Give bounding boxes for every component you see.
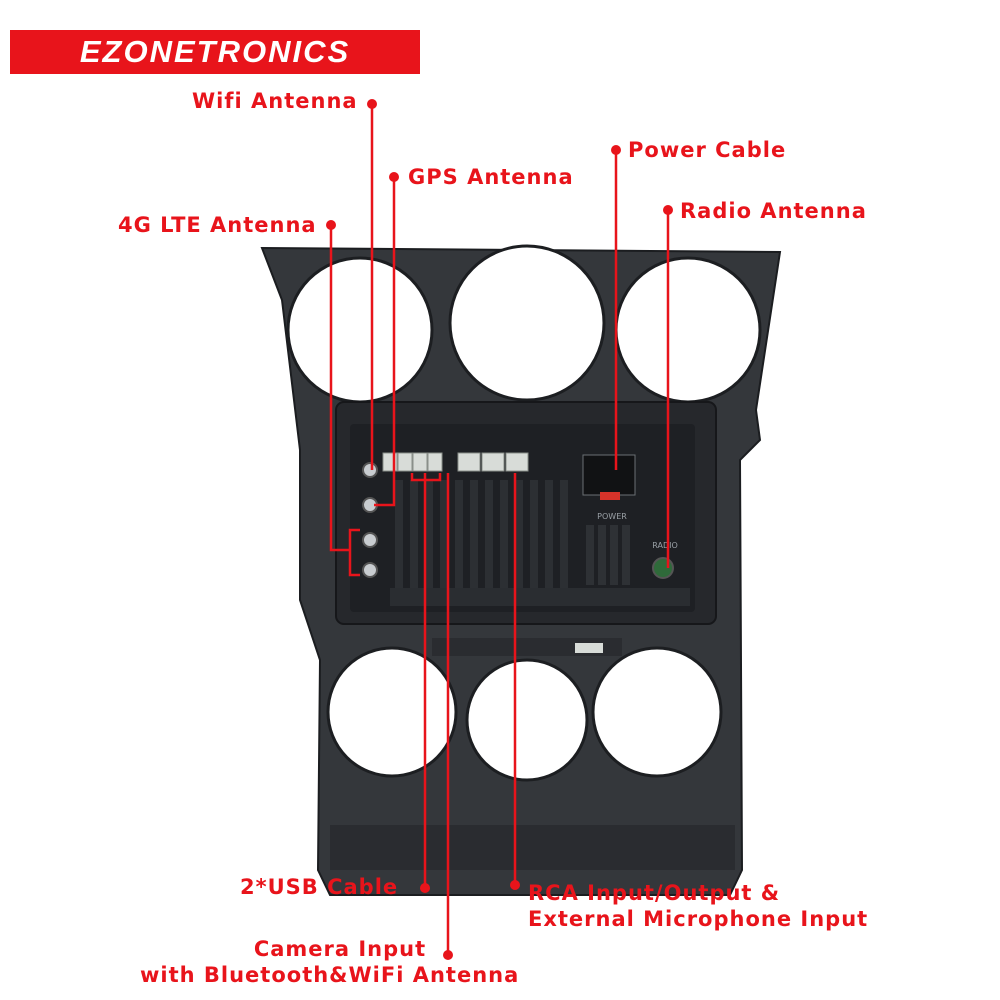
gps-leader — [374, 177, 396, 507]
brand-logo: EZONETRONICS — [10, 30, 420, 74]
lower-right-gauge-hole — [591, 646, 723, 778]
wifi-antenna-label: Wifi Antenna — [192, 89, 358, 113]
radio-antenna-label: Radio Antenna — [680, 199, 867, 223]
radio-port-label: RADIO — [652, 541, 678, 550]
lower-center-gauge-hole — [465, 658, 589, 782]
upper-right-gauge-hole — [614, 256, 762, 404]
board-connector — [575, 643, 603, 653]
lte-leader — [329, 225, 350, 552]
cooling-fins — [395, 480, 568, 590]
power-port-label: POWER — [597, 512, 627, 521]
bezel-lower-lip — [330, 825, 735, 870]
rca-label-line1: RCA Input/Output & — [528, 881, 781, 905]
rca-label-line2: External Microphone Input — [528, 907, 869, 931]
power-connector-tab — [600, 492, 620, 500]
lower-panel-bar — [390, 588, 690, 606]
camera-label-line1: Camera Input — [253, 937, 427, 961]
camera-label-line2: with Bluetooth&WiFi Antenna — [140, 963, 520, 987]
lte-antenna-port-1 — [362, 532, 378, 548]
lte-antenna-label: 4G LTE Antenna — [118, 213, 317, 237]
upper-left-gauge-hole — [286, 256, 434, 404]
usb-connector-block — [382, 452, 443, 472]
power-cable-label: Power Cable — [628, 138, 787, 162]
rca-connector-block — [457, 452, 529, 472]
upper-center-gauge-hole — [448, 244, 606, 402]
usb-cable-label: 2*USB Cable — [240, 875, 399, 899]
callout-dots — [326, 99, 673, 960]
power-heatsink — [586, 525, 630, 585]
usb-bracket — [410, 473, 442, 482]
lte-antenna-port-2 — [362, 562, 378, 578]
callout-lines — [329, 104, 670, 955]
lower-left-gauge-hole — [326, 646, 458, 778]
wifi-antenna-port — [362, 462, 378, 478]
lte-bracket — [348, 528, 360, 577]
gps-antenna-label: GPS Antenna — [408, 165, 574, 189]
brand-name: EZONETRONICS — [79, 34, 351, 69]
circuit-board — [432, 638, 622, 656]
radio-antenna-port — [652, 557, 674, 579]
power-connector — [582, 454, 636, 496]
